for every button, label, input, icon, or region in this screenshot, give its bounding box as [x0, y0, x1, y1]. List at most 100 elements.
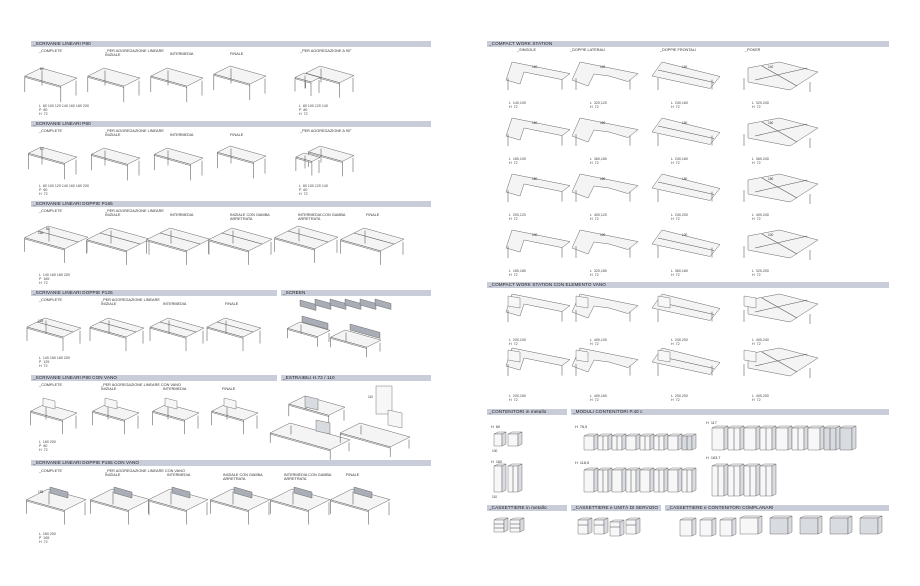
cabinet-front — [493, 519, 505, 533]
desk-split — [37, 230, 79, 243]
cabinet-front — [583, 469, 595, 493]
dimensions: L 80 100 120 140 P 60 H 72 — [299, 184, 328, 197]
dimension-text: 160 — [532, 121, 538, 125]
compact-double-side — [571, 229, 639, 255]
compact-poker — [747, 117, 819, 147]
section-header: _CASSETTIERE in metallo — [487, 505, 567, 511]
pullout-unit — [315, 419, 331, 435]
cabinet-front — [625, 519, 637, 535]
cabinet-side — [603, 517, 609, 535]
screen-panel — [171, 486, 191, 499]
compact-bay — [743, 295, 757, 309]
cabinet-side — [621, 467, 627, 493]
label-final: FINALE — [225, 302, 239, 306]
section-header: _SCREEN — [281, 290, 431, 296]
column-double-front: _DOPPIE FRONTALI — [660, 48, 697, 52]
dimensions: L 400,100 H 72 — [590, 338, 607, 347]
label-intermediate: INTERMEDIA — [163, 387, 187, 391]
compact-split — [761, 177, 798, 199]
cabinet-front — [577, 519, 589, 535]
desk-split — [287, 230, 329, 243]
cabinet-side — [663, 433, 669, 451]
section-header: _SCRIVANIE LINEARI DOPPIE P165 CON VANO — [31, 460, 431, 466]
compact-poker — [747, 61, 819, 91]
label-initial-back-leg: INIZIALE CON GAMBA ARRETRATA — [230, 213, 270, 222]
cabinet-side — [635, 517, 641, 535]
compact-split — [761, 351, 798, 373]
cabinet-front — [625, 435, 637, 451]
dimension-text: 140 — [532, 65, 538, 69]
compact-split — [754, 179, 808, 193]
cabinet-front — [609, 521, 621, 537]
dimensions: L 80 100 120 140 P 80 H 72 — [299, 104, 328, 117]
label-complete: _COMPLETE — [39, 383, 62, 387]
dimension-text: 100 — [600, 233, 606, 237]
cabinet-front — [719, 519, 733, 537]
cabinet-side — [607, 467, 613, 493]
dimensions: L 80 100 120 140 160 180 200 P 60 H 72 — [39, 184, 89, 197]
label-intermediate: INTERMEDIA — [167, 473, 191, 477]
dimensions: L 200,160 H 72 — [509, 394, 526, 403]
screen-panel — [113, 486, 133, 499]
cabinet-side — [593, 467, 599, 493]
cabinet-side — [501, 463, 507, 493]
cabinet-front — [611, 469, 623, 493]
dimension-text: 180 — [600, 177, 606, 181]
desk-double — [85, 227, 151, 252]
dimension-text: 140 — [682, 65, 688, 69]
cabinet-front — [667, 469, 679, 493]
label-intermediate-back-leg: INTERMEDIA CON GAMBA ARRETRATA — [298, 213, 346, 222]
label-intermediate: INTERMEDIA — [170, 133, 194, 137]
desk-split — [216, 321, 254, 333]
label-complete: _COMPLETE — [39, 298, 62, 302]
cabinet-side — [593, 433, 599, 451]
label-intermediate: INTERMEDIA — [170, 213, 194, 217]
compact-single — [505, 293, 571, 317]
cabinet-side — [635, 467, 641, 493]
height-label: H 117 — [706, 421, 717, 425]
dimension-text: 110 — [368, 395, 373, 399]
screen-panel — [344, 298, 362, 310]
desk-double — [149, 317, 205, 338]
dimensions: L 240,200 H 72 — [671, 213, 688, 222]
cabinet-side — [755, 425, 761, 451]
dimensions: L 320,240 H 72 — [752, 101, 769, 110]
cabinet-side — [503, 517, 509, 533]
compact-bay — [507, 349, 521, 363]
desk-split — [36, 321, 74, 333]
label-complete: _COMPLETE — [39, 129, 62, 133]
label-initial: _PER AGGREGAZIONE LINEARE INIZIALE — [105, 129, 164, 138]
dimension-text: 100 — [768, 233, 774, 237]
cabinet-front — [859, 517, 879, 535]
cabinet-side — [649, 467, 655, 493]
dimensions: L 160 200 P 165 H 72 — [39, 532, 56, 545]
cabinet-side — [771, 463, 777, 497]
compact-bay — [575, 295, 589, 309]
desk-double — [207, 227, 273, 252]
compact-split — [754, 67, 808, 81]
dimensions: L 140,100 H 72 — [509, 101, 526, 110]
section-header: _CONTENITORI in metallo — [487, 409, 567, 415]
column-double-side: _DOPPIE LATERALI — [570, 48, 606, 52]
dimensions: L 400,240 H 72 — [752, 213, 769, 222]
cabinet-side — [649, 433, 655, 451]
dimensions: L 240,200 H 72 — [671, 338, 688, 347]
compact-double-side — [571, 117, 639, 143]
compact-single — [505, 61, 571, 85]
compact-single — [505, 173, 571, 197]
compact-split — [754, 299, 808, 313]
label-complete: _COMPLETE — [39, 209, 62, 213]
cabinet-front — [493, 433, 503, 447]
column-poker: _POKER — [745, 48, 761, 52]
dimension-text: 100 — [532, 233, 538, 237]
screen-panel — [353, 486, 373, 499]
dimension-text: 80 — [40, 67, 44, 71]
label-final: FINALE — [230, 52, 244, 56]
dimensions: L 200,100 H 72 — [509, 338, 526, 347]
screen-panel — [49, 486, 69, 499]
cabinet-side — [771, 425, 777, 451]
compact-bay — [507, 295, 521, 309]
dimension-text: 180 — [532, 177, 538, 181]
cabinet-front — [829, 517, 849, 535]
